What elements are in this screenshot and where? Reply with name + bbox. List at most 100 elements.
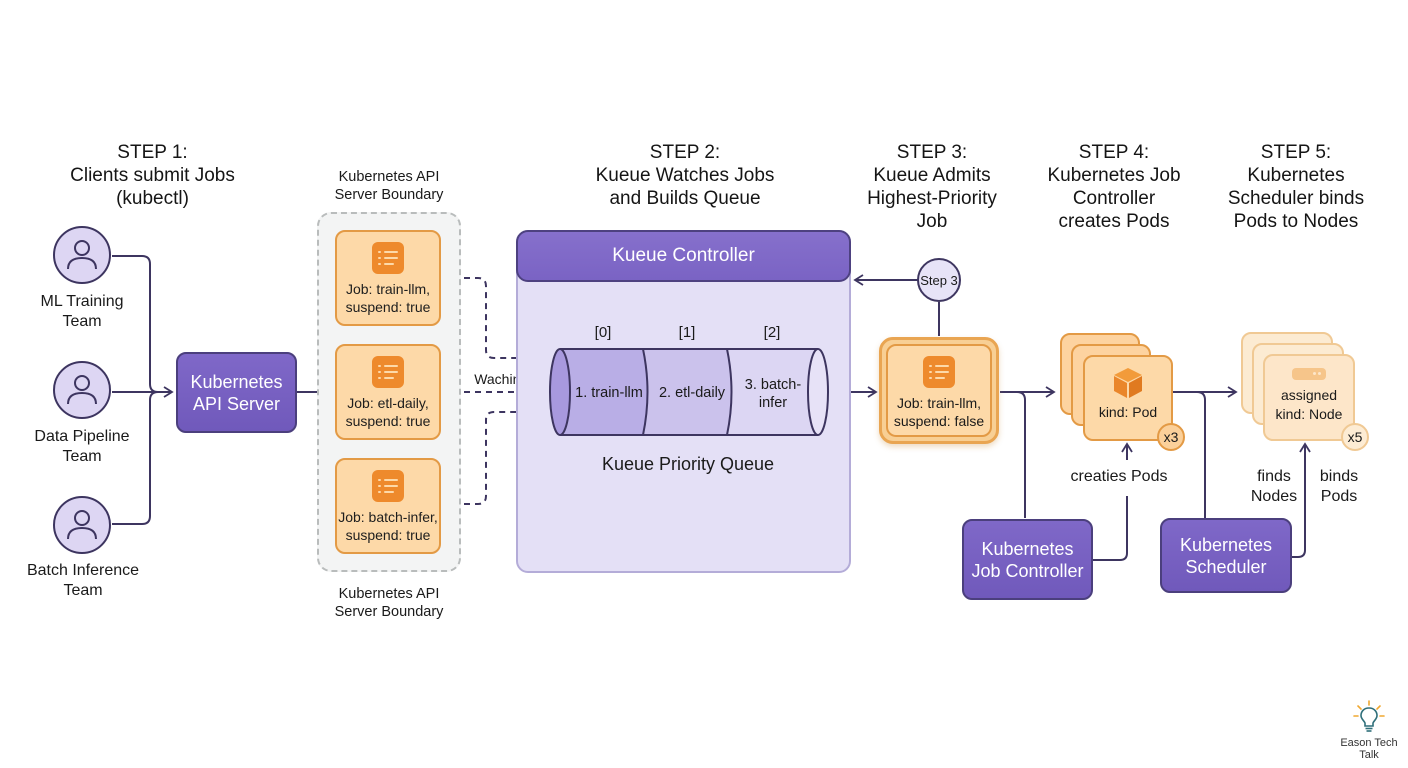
edge-batch-team	[112, 391, 159, 525]
job-suspend-status: suspend: true	[345, 413, 431, 429]
job-card-batch-infer[interactable]: Job: batch-infer, suspend: true	[335, 458, 441, 554]
scheduler-line1: Kubernetes	[1179, 534, 1273, 555]
boundary-label-line2: Server Boundary	[334, 604, 444, 620]
step2-title-line1: STEP 2:	[649, 142, 721, 163]
node-card-front[interactable]: assigned kind: Node	[1263, 354, 1355, 441]
step1-title-line2: Clients submit Jobs	[70, 165, 235, 186]
kueue-priority-queue-label: Kueue Priority Queue	[601, 454, 775, 474]
pod-count-badge: x3	[1157, 423, 1185, 451]
step3-title: STEP 3: Kueue Admits Highest-Priority Jo…	[842, 141, 1022, 233]
finds-label-line2: Nodes	[1250, 488, 1298, 505]
eason-tech-talk-logo: Eason Tech Talk	[1334, 700, 1404, 761]
team-label-line1: ML Training	[40, 293, 124, 310]
step5-title: STEP 5: Kubernetes Scheduler binds Pods …	[1212, 141, 1380, 233]
ml-training-team-avatar[interactable]	[53, 226, 111, 284]
queue-item-etl-daily[interactable]: 2. etl-daily	[652, 384, 732, 402]
node-assigned-label: assigned	[1280, 387, 1338, 403]
user-icon	[67, 510, 97, 540]
queue-segment-2	[727, 349, 818, 435]
edge-scheduler-to-nodes	[1291, 442, 1311, 558]
job-name: Job: batch-infer,	[338, 509, 438, 525]
scheduler-line2: Scheduler	[1185, 556, 1267, 577]
edge-watch-job3	[442, 406, 550, 505]
step3-circle-label: Step 3	[920, 272, 958, 288]
edge-jobcontroller-to-pods	[1092, 496, 1128, 561]
logo-line2: Talk	[1359, 749, 1379, 761]
step4-title: STEP 4: Kubernetes Job Controller create…	[1030, 141, 1198, 233]
queue-item-label-line2: infer	[758, 395, 788, 411]
job-suspend-status: suspend: true	[345, 299, 431, 315]
binds-label-line1: binds	[1319, 468, 1359, 485]
team-label-line1: Data Pipeline	[34, 428, 130, 445]
document-list-icon	[372, 242, 404, 274]
step4-title-line4: creates Pods	[1058, 211, 1170, 232]
job-card-etl-daily[interactable]: Job: etl-daily, suspend: true	[335, 344, 441, 440]
queue-segment-1	[643, 349, 732, 435]
step5-title-line3: Scheduler binds	[1227, 188, 1365, 209]
data-pipeline-team-label: Data Pipeline Team	[20, 427, 144, 467]
admitted-job-name: Job: train-llm,	[896, 395, 982, 411]
node-count: x5	[1347, 429, 1363, 445]
kubernetes-scheduler[interactable]: Kubernetes Scheduler	[1160, 518, 1292, 593]
queue-item-train-llm[interactable]: 1. train-llm	[569, 384, 649, 402]
edge-watch-job1	[442, 277, 550, 364]
step3-title-line2: Kueue Admits	[873, 165, 991, 186]
document-list-icon	[372, 356, 404, 388]
queue-item-batch-infer[interactable]: 3. batch- infer	[735, 376, 811, 412]
server-icon	[1292, 368, 1326, 380]
job-name: Job: train-llm,	[345, 281, 431, 297]
boundary-label-bottom: Kubernetes API Server Boundary	[316, 585, 462, 621]
step2-title-line2: Kueue Watches Jobs	[595, 165, 775, 186]
job-name: Job: etl-daily,	[347, 395, 429, 411]
queue-index-1: [1]	[678, 324, 696, 341]
cube-icon	[1114, 368, 1142, 398]
edge-scheduler-watch	[1196, 391, 1206, 518]
boundary-label-top: Kubernetes API Server Boundary	[316, 168, 462, 204]
job-controller-line2: Job Controller	[971, 560, 1084, 581]
queue-item-label: 1. train-llm	[575, 385, 643, 401]
document-list-icon	[372, 470, 404, 502]
kubernetes-job-controller[interactable]: Kubernetes Job Controller	[962, 519, 1093, 600]
binds-pods-label: binds Pods	[1312, 467, 1366, 507]
edge-jobcontroller-watch	[1016, 391, 1026, 518]
finds-label-line1: finds	[1257, 468, 1291, 485]
step1-title-line1: STEP 1:	[117, 142, 188, 163]
queue-left-cap	[549, 348, 571, 436]
job-card-train-llm[interactable]: Job: train-llm, suspend: true	[335, 230, 441, 326]
step4-title-line1: STEP 4:	[1078, 142, 1150, 163]
step4-title-line2: Kubernetes Job	[1047, 165, 1181, 186]
pod-count: x3	[1163, 429, 1179, 445]
kubernetes-api-server[interactable]: Kubernetes API Server	[176, 352, 297, 433]
admitted-job-card[interactable]: Job: train-llm, suspend: false	[879, 337, 999, 444]
document-list-icon	[923, 356, 955, 388]
admitted-job-inner: Job: train-llm, suspend: false	[886, 344, 992, 437]
step3-title-line4: Job	[916, 211, 948, 232]
queue-item-label: 2. etl-daily	[658, 385, 726, 401]
finds-nodes-label: finds Nodes	[1246, 467, 1302, 507]
pod-kind-label: kind: Pod	[1098, 404, 1158, 420]
step4-title-line3: Controller	[1072, 188, 1156, 209]
team-label-line2: Team	[63, 582, 103, 599]
node-count-badge: x5	[1341, 423, 1369, 451]
user-icon	[67, 240, 97, 270]
job-controller-line1: Kubernetes	[981, 538, 1074, 559]
logo-line1: Eason Tech	[1340, 737, 1398, 749]
boundary-label-line1: Kubernetes API	[338, 169, 440, 185]
queue-index-2: [2]	[763, 324, 781, 341]
step3-title-line1: STEP 3:	[896, 142, 968, 163]
kueue-controller-header[interactable]: Kueue Controller	[516, 230, 851, 282]
creates-pods-label: creaties Pods	[1070, 468, 1168, 485]
step1-title-line3: (kubectl)	[116, 188, 189, 209]
team-label-line2: Team	[62, 313, 102, 330]
step3-circle: Step 3	[917, 258, 961, 302]
api-server-line2: API Server	[192, 393, 280, 414]
step5-title-line4: Pods to Nodes	[1233, 211, 1359, 232]
pod-card-front[interactable]: kind: Pod	[1083, 355, 1173, 441]
step1-title: STEP 1: Clients submit Jobs (kubectl)	[40, 141, 265, 210]
data-pipeline-team-avatar[interactable]	[53, 361, 111, 419]
kueue-controller-label: Kueue Controller	[612, 245, 755, 266]
step5-title-line1: STEP 5:	[1260, 142, 1332, 163]
batch-inference-team-avatar[interactable]	[53, 496, 111, 554]
boundary-label-line2: Server Boundary	[334, 187, 444, 203]
